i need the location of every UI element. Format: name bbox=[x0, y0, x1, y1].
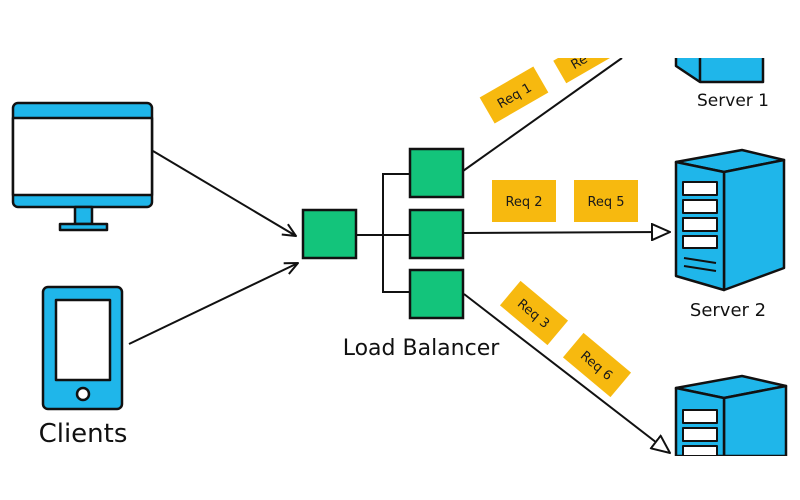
lb-bracket bbox=[382, 173, 410, 293]
lb-to-server2-arrow bbox=[463, 232, 670, 233]
server1-label: Server 1 bbox=[697, 91, 769, 111]
desktop-to-lb-arrow bbox=[152, 150, 296, 236]
request-label: Req 2 bbox=[505, 195, 542, 210]
request-tag-req2: Req 2 bbox=[492, 180, 556, 222]
server-tower-icon bbox=[674, 148, 786, 292]
clients-label: Clients bbox=[39, 419, 128, 449]
request-tag-req1: Req 1 bbox=[479, 66, 549, 124]
desktop-monitor-icon bbox=[11, 101, 154, 232]
request-tag-req6: Req 6 bbox=[562, 332, 632, 398]
smartphone-icon bbox=[41, 285, 124, 411]
connection-lines bbox=[128, 57, 670, 453]
server-tower-icon bbox=[674, 58, 765, 84]
request-tag-req3: Req 3 bbox=[499, 280, 569, 346]
lb-output-box-1 bbox=[408, 147, 465, 199]
server-tower-icon bbox=[674, 374, 788, 458]
load-balancer-boxes bbox=[301, 147, 465, 320]
phone-to-lb-arrow bbox=[128, 263, 298, 345]
bottom-crop-band bbox=[0, 456, 800, 500]
lb-output-box-2 bbox=[408, 208, 465, 260]
lb-to-server1-line bbox=[462, 57, 623, 172]
lb-to-server3-arrow bbox=[463, 293, 670, 453]
server2-label: Server 2 bbox=[690, 300, 766, 321]
lb-output-box-3 bbox=[408, 268, 465, 320]
lb-input-box bbox=[301, 208, 358, 260]
request-label: Req 5 bbox=[587, 195, 624, 210]
load-balancer-label: Load Balancer bbox=[343, 336, 501, 361]
top-crop-band bbox=[0, 0, 800, 58]
request-tag-req5: Req 5 bbox=[574, 180, 638, 222]
